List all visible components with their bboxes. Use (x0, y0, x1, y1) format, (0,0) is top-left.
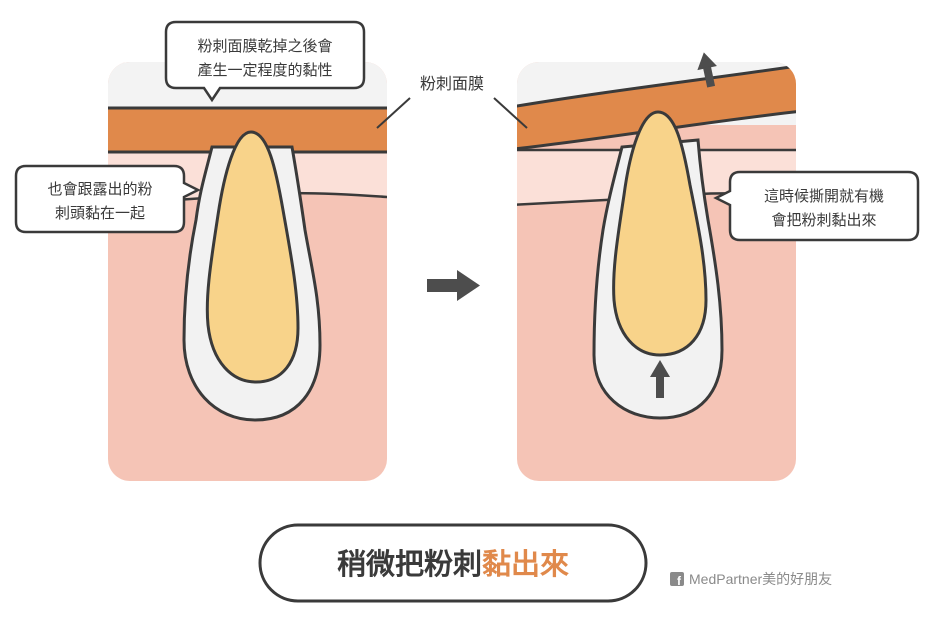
credit: f MedPartner美的好朋友 (670, 571, 832, 588)
transition-arrow-icon (427, 270, 480, 301)
callout-top: 粉刺面膜乾掉之後會 產生一定程度的黏性 (164, 20, 366, 103)
callout-left: 也會跟露出的粉 刺頭黏在一起 (14, 164, 201, 234)
title-pill: 稍微把粉刺黏出來 (258, 523, 648, 603)
mask-label-group: 粉刺面膜 (376, 74, 528, 129)
left-panel-before (108, 62, 387, 481)
sebum-plug (612, 110, 708, 357)
facebook-icon: f (670, 572, 684, 588)
callout-left-line2: 刺頭黏在一起 (55, 204, 145, 222)
svg-text:f: f (677, 574, 682, 588)
comedone-mask-layer (108, 106, 387, 154)
page-title: 稍微把粉刺黏出來 (337, 547, 569, 581)
right-panel-after (517, 52, 796, 481)
callout-top-line2: 產生一定程度的黏性 (197, 61, 332, 79)
callout-right-line1: 這時候撕開就有機 (764, 187, 884, 205)
credit-text: MedPartner美的好朋友 (689, 571, 832, 587)
callout-top-line1: 粉刺面膜乾掉之後會 (197, 37, 332, 55)
callout-right-line2: 會把粉刺黏出來 (771, 211, 876, 229)
mask-label: 粉刺面膜 (420, 74, 484, 93)
title-part-dark: 稍微把粉刺 (337, 547, 482, 581)
peel-arrow-icon (697, 52, 717, 88)
callout-left-line1: 也會跟露出的粉 (47, 180, 152, 198)
callout-right: 這時候撕開就有機 會把粉刺黏出來 (713, 170, 920, 242)
mask-label-leader-left (376, 97, 411, 129)
mask-label-leader-right (493, 97, 528, 129)
title-part-accent: 黏出來 (482, 547, 569, 581)
up-arrow-icon (650, 360, 670, 398)
sebum-plug (205, 130, 300, 384)
comedone-mask-layer-peeling (517, 62, 796, 152)
